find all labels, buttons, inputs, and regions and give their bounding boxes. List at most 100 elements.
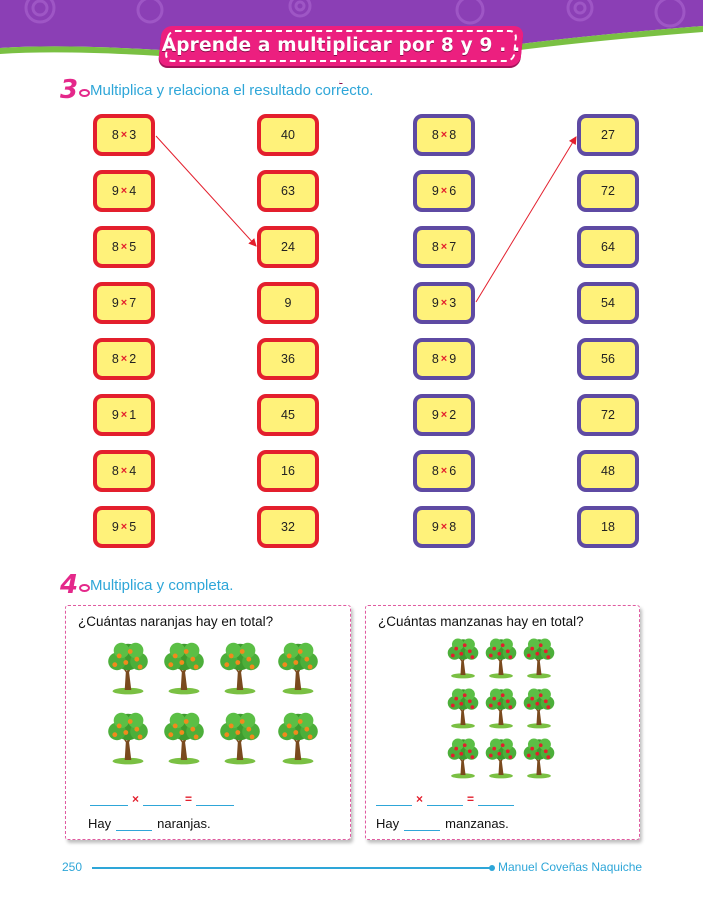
- expr-left-box[interactable]: 8×2: [93, 338, 155, 380]
- apple-tree-icon: [485, 688, 517, 729]
- result-value: 72: [581, 174, 635, 208]
- result-right-box[interactable]: 72: [577, 394, 639, 436]
- expr-right-box[interactable]: 8×7: [413, 226, 475, 268]
- factor-b: 1: [129, 408, 137, 422]
- orange-tree-icon: [108, 712, 148, 765]
- factor-a: 9: [431, 296, 439, 310]
- expr-left-box[interactable]: 9×4: [93, 170, 155, 212]
- factor-b: 8: [449, 128, 457, 142]
- section-4-heading: 4 Multiplica y completa.: [60, 572, 233, 598]
- expr-right-box[interactable]: 8×8: [413, 114, 475, 156]
- apple-tree: [522, 636, 556, 685]
- factor-a: 9: [431, 184, 439, 198]
- orange-tree: [276, 640, 320, 701]
- oranges-question: ¿Cuántas naranjas hay en total?: [78, 614, 274, 629]
- expr-right-box[interactable]: 9×3: [413, 282, 475, 324]
- factor-a: 9: [111, 520, 119, 534]
- result-right-box[interactable]: 64: [577, 226, 639, 268]
- expr-right-box[interactable]: 9×6: [413, 170, 475, 212]
- factor-a: 8: [111, 352, 119, 366]
- page-title: Aprende a multiplicar por 8 y 9 . . .: [161, 35, 521, 88]
- expr-right-box[interactable]: 8×6: [413, 450, 475, 492]
- orange-tree: [218, 640, 262, 701]
- times-sign: ×: [120, 465, 128, 477]
- result-left-box[interactable]: 9: [257, 282, 319, 324]
- apples-answer: Hay manzanas.: [376, 816, 509, 831]
- expr-right-box[interactable]: 8×9: [413, 338, 475, 380]
- orange-tree: [162, 640, 206, 701]
- apples-equation: × =: [376, 792, 515, 806]
- orange-tree-icon: [220, 642, 260, 695]
- orange-tree: [276, 710, 320, 771]
- factor-b: 6: [449, 184, 457, 198]
- result-value: 63: [261, 174, 315, 208]
- orange-tree-icon: [220, 712, 260, 765]
- apple-tree-icon: [447, 638, 479, 679]
- result-right-box[interactable]: 18: [577, 506, 639, 548]
- expr-left-box[interactable]: 8×4: [93, 450, 155, 492]
- apple-tree-icon: [523, 638, 555, 679]
- section-3-number: 3: [60, 77, 90, 103]
- result-right-box[interactable]: 27: [577, 114, 639, 156]
- result-right-box[interactable]: 48: [577, 450, 639, 492]
- times-sign: ×: [440, 521, 448, 533]
- apple-tree: [446, 636, 480, 685]
- orange-tree: [162, 710, 206, 771]
- apple-tree: [446, 686, 480, 735]
- result-left-box[interactable]: 63: [257, 170, 319, 212]
- result-right-box[interactable]: 72: [577, 170, 639, 212]
- result-value: 24: [261, 230, 315, 264]
- times-sign: ×: [120, 185, 128, 197]
- expr-right-box[interactable]: 9×8: [413, 506, 475, 548]
- apple-tree: [522, 736, 556, 785]
- oranges-total-blank[interactable]: [116, 830, 153, 831]
- factor-a: 8: [111, 464, 119, 478]
- result-value: 48: [581, 454, 635, 488]
- product-blank[interactable]: [478, 805, 515, 806]
- expr-left-box[interactable]: 8×5: [93, 226, 155, 268]
- apple-tree-icon: [523, 688, 555, 729]
- factor-a: 8: [111, 240, 119, 254]
- apple-tree-icon: [447, 688, 479, 729]
- factor-b: 4: [129, 184, 137, 198]
- result-left-box[interactable]: 36: [257, 338, 319, 380]
- factor-2-blank[interactable]: [427, 805, 464, 806]
- expr-left-box[interactable]: 9×1: [93, 394, 155, 436]
- factor-1-blank[interactable]: [90, 805, 128, 806]
- result-value: 56: [581, 342, 635, 376]
- times-sign: ×: [120, 353, 128, 365]
- factor-2-blank[interactable]: [143, 805, 182, 806]
- result-left-box[interactable]: 40: [257, 114, 319, 156]
- expr-right-box[interactable]: 9×2: [413, 394, 475, 436]
- expr-left-box[interactable]: 9×7: [93, 282, 155, 324]
- expr-left-box[interactable]: 8×3: [93, 114, 155, 156]
- factor-a: 9: [111, 184, 119, 198]
- factor-b: 7: [449, 240, 457, 254]
- times-sign: ×: [440, 185, 448, 197]
- result-left-box[interactable]: 16: [257, 450, 319, 492]
- expr-left-box[interactable]: 9×5: [93, 506, 155, 548]
- product-blank[interactable]: [196, 805, 235, 806]
- footer-rule-end: [489, 865, 495, 871]
- result-left-box[interactable]: 32: [257, 506, 319, 548]
- result-left-box[interactable]: 24: [257, 226, 319, 268]
- result-value: 72: [581, 398, 635, 432]
- apple-tree: [484, 686, 518, 735]
- result-left-box[interactable]: 45: [257, 394, 319, 436]
- times-sign: ×: [440, 241, 448, 253]
- result-value: 16: [261, 454, 315, 488]
- orange-tree-icon: [108, 642, 148, 695]
- apples-total-blank[interactable]: [404, 830, 441, 831]
- result-right-box[interactable]: 54: [577, 282, 639, 324]
- result-right-box[interactable]: 56: [577, 338, 639, 380]
- factor-b: 3: [129, 128, 137, 142]
- result-value: 18: [581, 510, 635, 544]
- factor-1-blank[interactable]: [376, 805, 412, 806]
- factor-a: 9: [111, 296, 119, 310]
- apple-tree-icon: [447, 738, 479, 779]
- factor-b: 3: [449, 296, 457, 310]
- orange-tree-icon: [164, 642, 204, 695]
- result-value: 54: [581, 286, 635, 320]
- times-sign: ×: [120, 521, 128, 533]
